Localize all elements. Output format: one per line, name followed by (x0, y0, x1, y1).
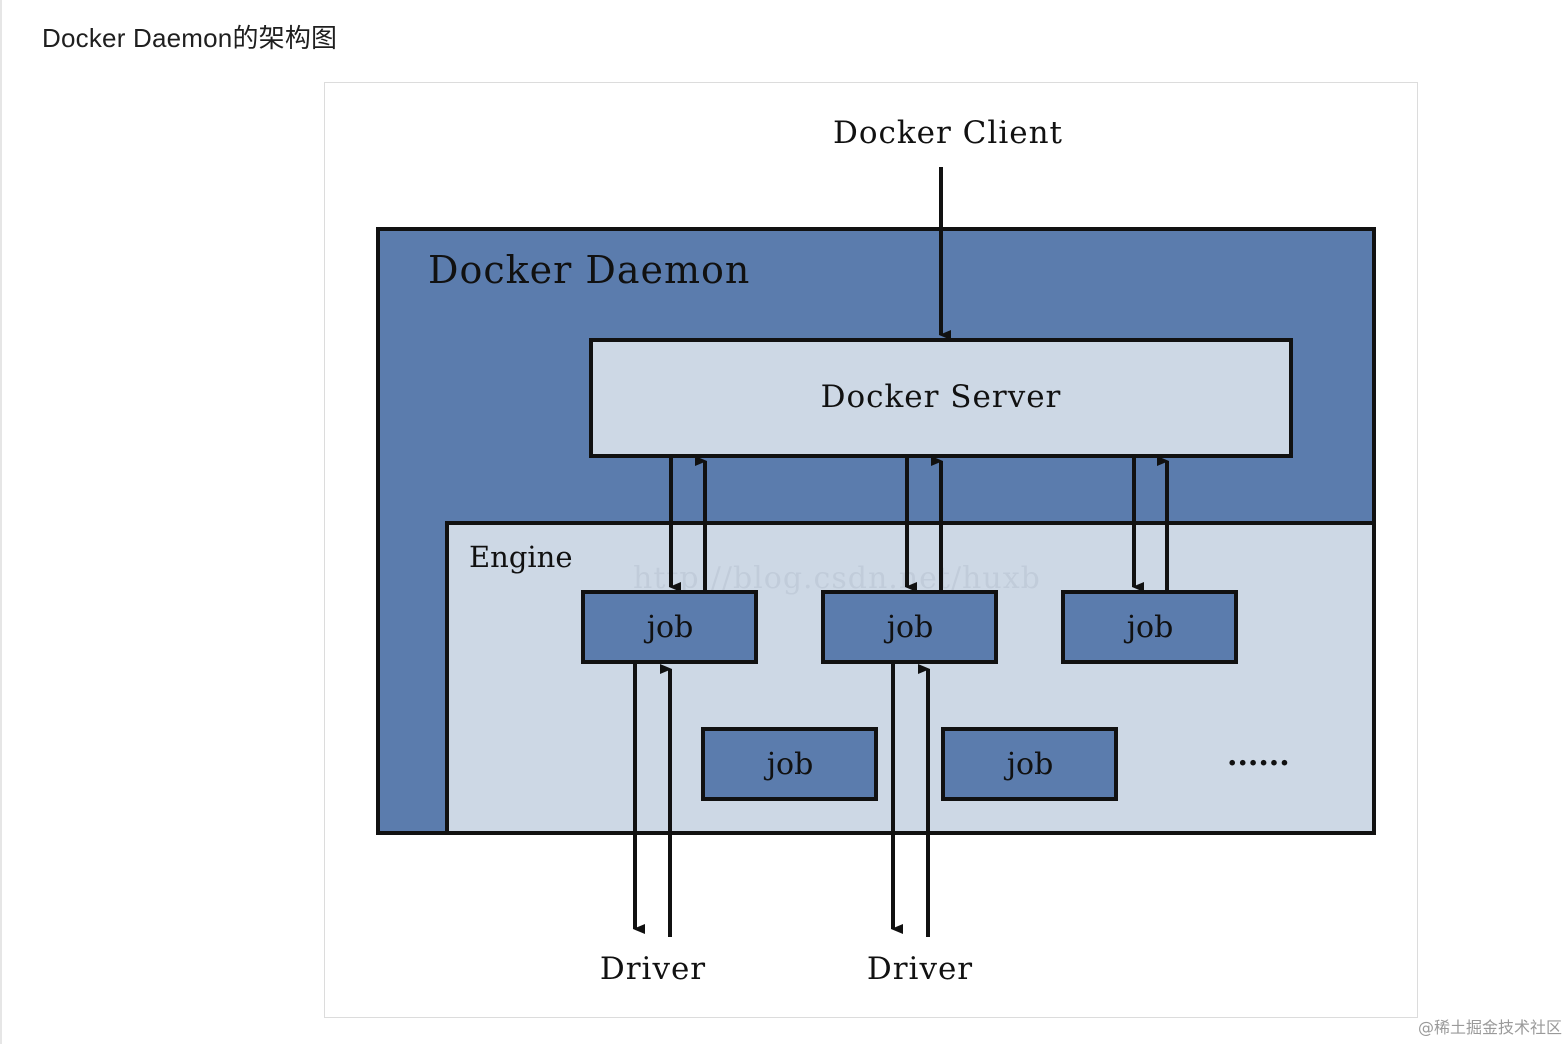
job-label-3: job (1124, 610, 1174, 645)
source-credit: @稀土掘金技术社区 (1417, 1018, 1562, 1037)
client-label: Docker Client (833, 115, 1063, 151)
job-box-3 (1061, 590, 1238, 664)
driver-label-1: Driver (600, 951, 706, 987)
job-box-2 (821, 590, 998, 664)
docker-daemon-diagram: Docker Client Docker Daemon Docker Serve… (376, 115, 1376, 987)
engine-label: Engine (469, 540, 573, 574)
job-label-1: job (644, 610, 694, 645)
engine-box (445, 521, 1376, 835)
server-box (589, 338, 1293, 458)
job-label-2: job (884, 610, 934, 645)
job-label-5: job (1004, 747, 1054, 782)
job-box-4 (701, 727, 878, 801)
more-jobs-ellipsis: ...... (1227, 738, 1290, 773)
job-label-4: job (764, 747, 814, 782)
driver-label-2: Driver (867, 951, 973, 987)
job-box-1 (581, 590, 758, 664)
left-border (0, 0, 2, 1044)
figure-frame: Docker Client Docker Daemon Docker Serve… (324, 82, 1418, 1018)
page-title: Docker Daemon的架构图 (42, 23, 338, 53)
job-box-5 (941, 727, 1118, 801)
daemon-label: Docker Daemon (428, 248, 750, 292)
server-label: Docker Server (821, 379, 1062, 415)
